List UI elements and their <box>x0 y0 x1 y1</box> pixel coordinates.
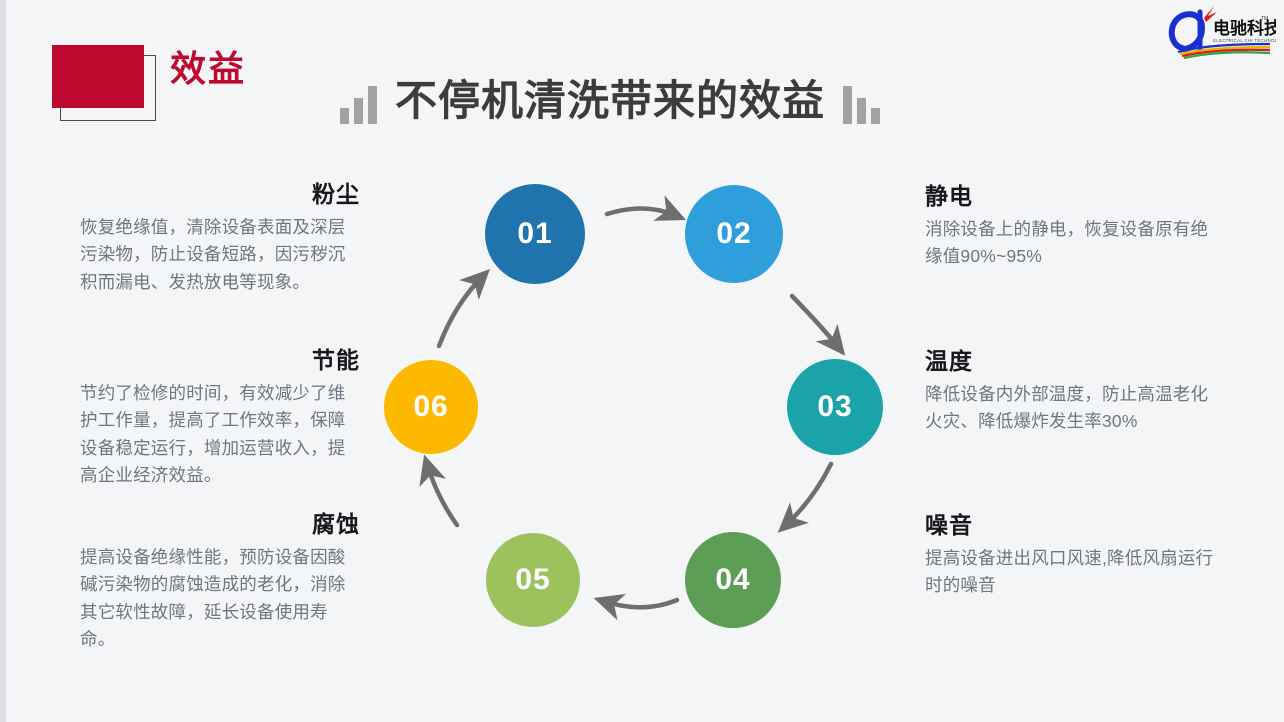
block-temperature-body: 降低设备内外部温度，防止高温老化火灾、降低爆炸发生率30% <box>925 384 1209 432</box>
badge-filled-square <box>52 45 144 108</box>
left-edge-strip <box>0 0 6 722</box>
cycle-arrows <box>419 195 846 621</box>
page-title: 不停机清洗带来的效益 <box>395 77 826 124</box>
cycle-node-05[interactable]: 05 <box>486 533 580 627</box>
block-dust-body: 恢复绝缘值，清除设备表面及深层污染物，防止设备短路，因污秽沉积而漏电、发热放电等… <box>80 217 346 292</box>
cycle-node-06[interactable]: 06 <box>384 360 478 454</box>
block-temperature-heading: 温度 <box>925 348 973 374</box>
title-row: 不停机清洗带来的效益 <box>340 66 881 124</box>
block-energy-heading: 节能 <box>312 347 360 373</box>
svg-text:TM: TM <box>1261 16 1268 22</box>
block-temperature: 温度 降低设备内外部温度，防止高温老化火灾、降低爆炸发生率30% <box>925 348 1215 436</box>
block-noise-body: 提高设备进出风口风速,降低风扇运行时的噪音 <box>925 548 1214 596</box>
cycle-node-02[interactable]: 02 <box>685 185 783 283</box>
cycle-node-03[interactable]: 03 <box>787 359 883 455</box>
cycle-diagram: 01 02 03 04 05 06 <box>355 150 935 670</box>
svg-text:ELECTRICAL CHI TECHNOLOGY: ELECTRICAL CHI TECHNOLOGY <box>1213 38 1276 43</box>
block-static-heading: 静电 <box>925 183 973 209</box>
section-badge <box>52 45 157 123</box>
company-logo: 电驰科技 ELECTRICAL CHI TECHNOLOGY TM <box>1164 4 1284 60</box>
block-dust-heading: 粉尘 <box>312 181 360 207</box>
svg-text:电驰科技: 电驰科技 <box>1213 18 1276 38</box>
block-dust: 粉尘 恢复绝缘值，清除设备表面及深层污染物，防止设备短路，因污秽沉积而漏电、发热… <box>80 181 360 296</box>
block-noise: 噪音 提高设备进出风口风速,降低风扇运行时的噪音 <box>925 512 1215 600</box>
block-corrosion: 腐蚀 提高设备绝缘性能，预防设备因酸碱污染物的腐蚀造成的老化，消除其它软性故障，… <box>80 511 360 653</box>
block-energy: 节能 节约了检修的时间，有效减少了维护工作量，提高了工作效率，保障设备稳定运行，… <box>80 347 360 489</box>
block-static: 静电 消除设备上的静电，恢复设备原有绝缘值90%~95% <box>925 183 1215 271</box>
bar-chart-descending-icon <box>843 84 881 124</box>
bar-chart-ascending-icon <box>340 84 377 124</box>
block-energy-body: 节约了检修的时间，有效减少了维护工作量，提高了工作效率，保障设备稳定运行，增加运… <box>80 383 346 485</box>
block-static-body: 消除设备上的静电，恢复设备原有绝缘值90%~95% <box>925 219 1209 267</box>
cycle-node-04[interactable]: 04 <box>685 532 781 628</box>
block-corrosion-heading: 腐蚀 <box>312 511 360 537</box>
cycle-node-01[interactable]: 01 <box>485 184 585 284</box>
section-label: 效益 <box>170 48 247 89</box>
block-noise-heading: 噪音 <box>925 512 973 538</box>
block-corrosion-body: 提高设备绝缘性能，预防设备因酸碱污染物的腐蚀造成的老化，消除其它软性故障，延长设… <box>80 547 346 649</box>
